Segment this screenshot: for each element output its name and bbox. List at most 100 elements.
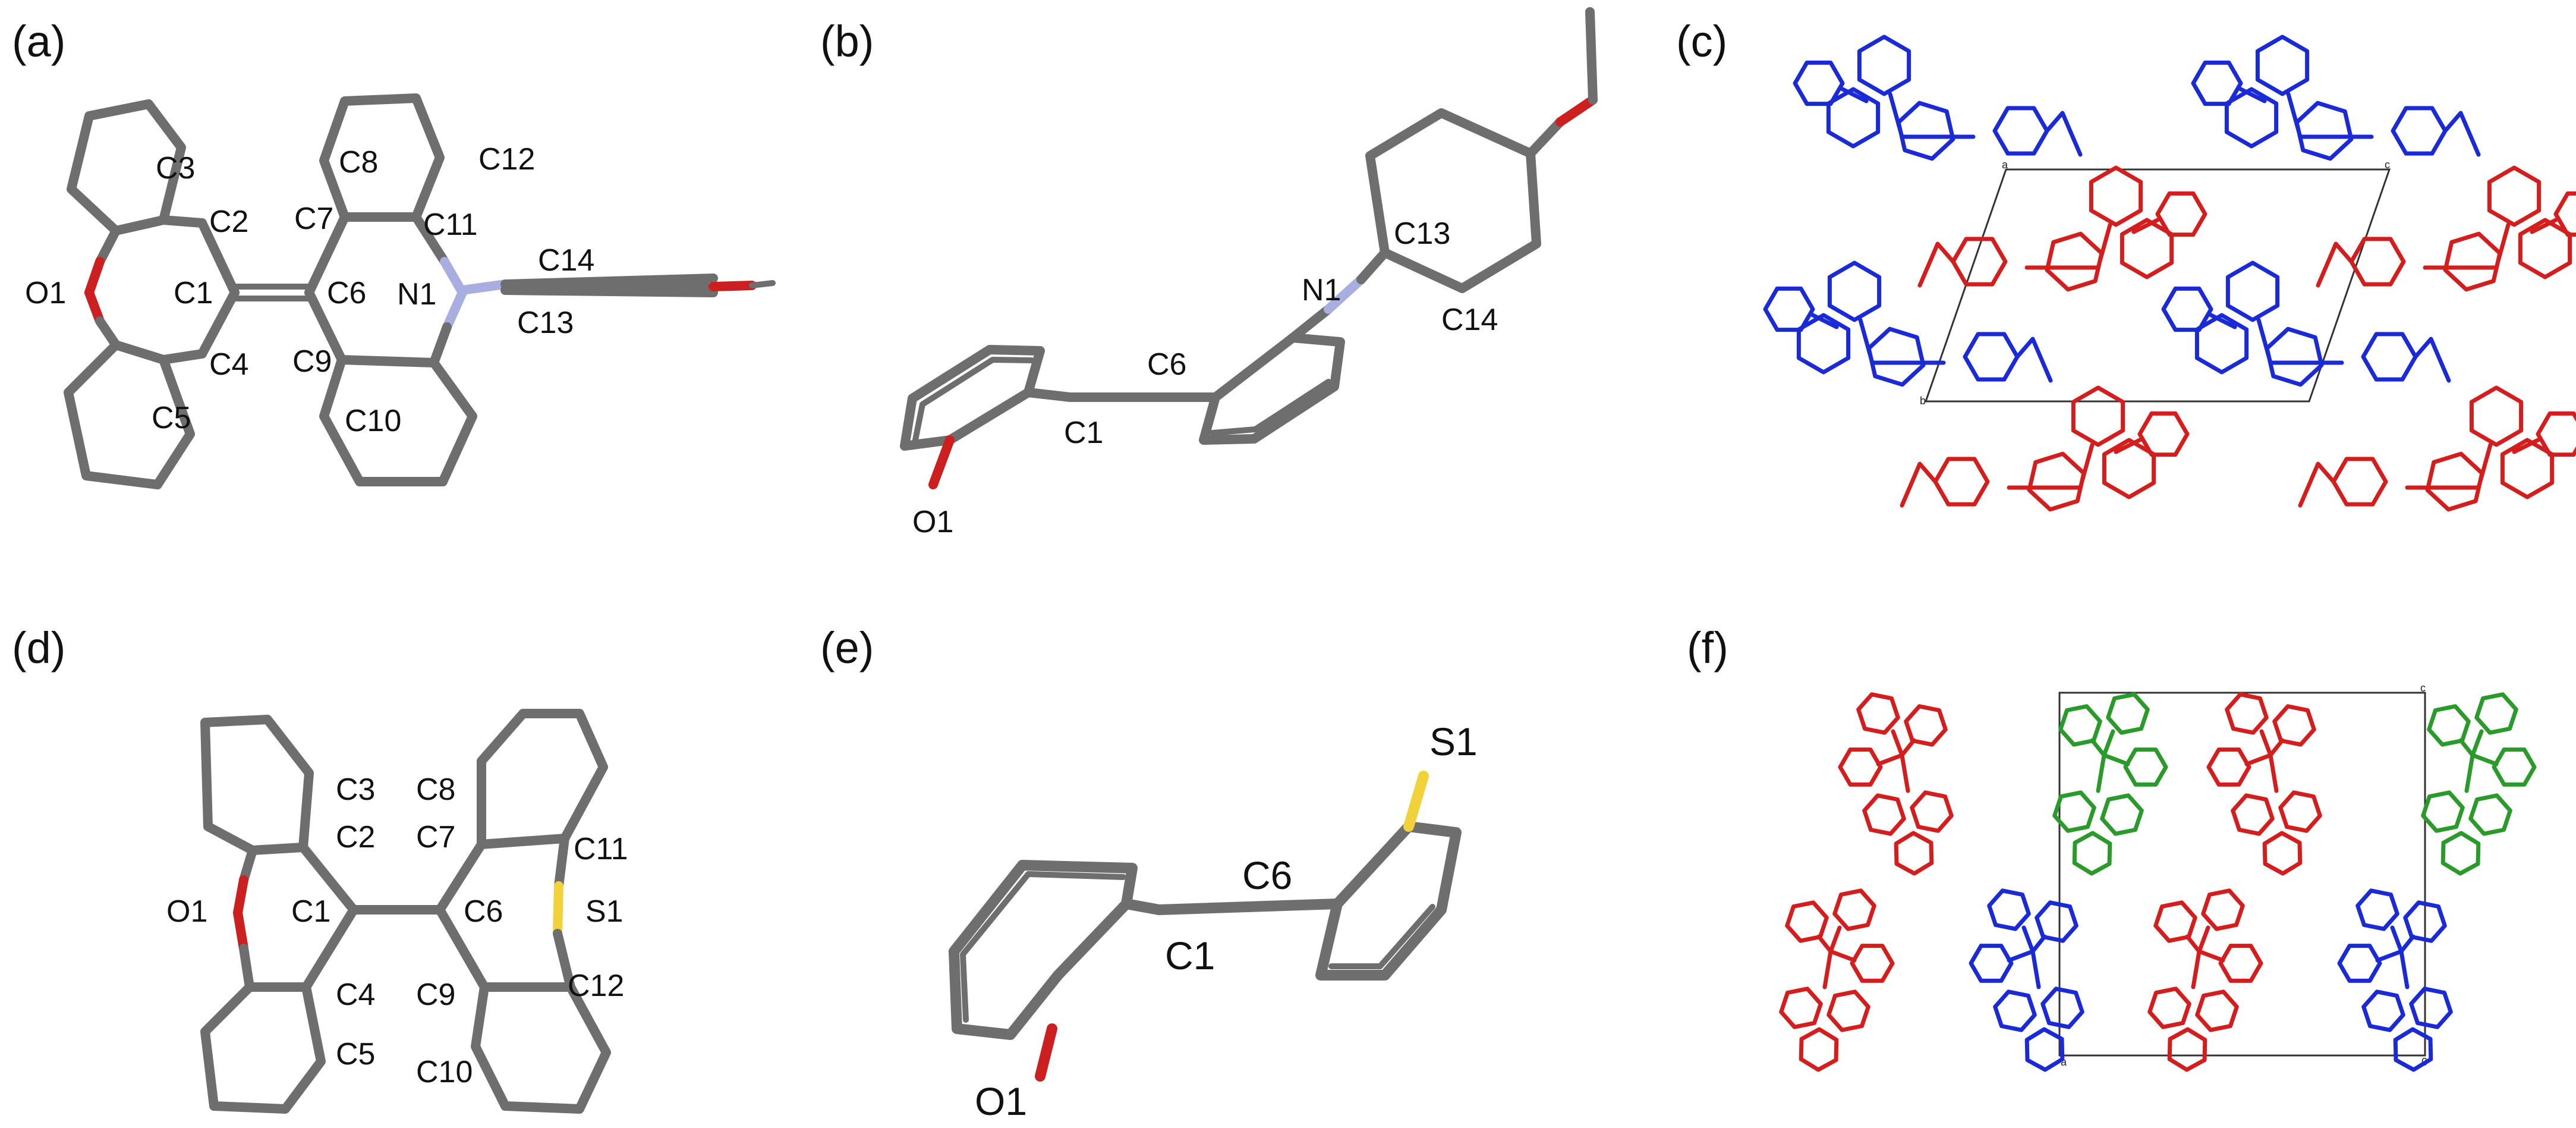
bond-o-me-b xyxy=(1585,7,1598,105)
bond-n1-c13 xyxy=(458,279,510,295)
bond-c2-c1-d xyxy=(298,843,358,915)
atom-label: C8 xyxy=(416,772,455,807)
bond-c4-c1 xyxy=(197,288,240,359)
atom-label: C10 xyxy=(416,1055,473,1089)
packed-molecule xyxy=(2337,888,2453,1072)
atom-label: C2 xyxy=(336,820,375,854)
ring-left-outer xyxy=(900,345,1045,451)
bond-c9-c6-d xyxy=(435,905,489,992)
methoxy-o xyxy=(708,281,757,291)
panel-f-packing xyxy=(1779,692,2537,1072)
bond-o1-d-top xyxy=(233,875,248,918)
atom-label: C6 xyxy=(1242,853,1292,897)
ring-right-e-inner xyxy=(1328,904,1435,969)
panel-a-molecule xyxy=(64,93,776,489)
bond-n1-c12 xyxy=(442,288,467,332)
panel-d-atom-labels: C3 C2 O1 C1 C4 C5 C8 C7 C6 C9 C10 C11 S1… xyxy=(166,772,628,1089)
packed-molecule xyxy=(1763,260,2053,387)
ring-c10-d xyxy=(471,982,611,1114)
panel-b-label: (b) xyxy=(820,17,874,66)
packed-molecule xyxy=(2421,692,2537,876)
ring-c8-d xyxy=(477,709,608,849)
cell-axis-label: a xyxy=(2061,1056,2067,1068)
bond-c-c1-b xyxy=(1024,388,1075,402)
phenyl-edge-mid xyxy=(514,282,710,290)
panel-c-unit-cell: a c b xyxy=(1920,159,2391,407)
atom-label: O1 xyxy=(25,276,66,310)
ring-c5-d xyxy=(200,982,326,1114)
bond-s1-d xyxy=(553,881,563,938)
phenyl-edge-top xyxy=(500,274,718,289)
cell-axis-label: c xyxy=(2385,159,2390,171)
bond-o1-bottom xyxy=(84,288,105,326)
packed-molecule xyxy=(2298,385,2576,512)
atom-label: N1 xyxy=(1302,273,1341,307)
bond-c4-c1-d xyxy=(301,905,358,992)
panel-b-molecule xyxy=(900,7,1598,489)
packed-molecule xyxy=(1900,385,2190,512)
bond-c9-c6 xyxy=(304,288,347,365)
panel-f: (f) c a 0 xyxy=(1687,623,2537,1072)
bond-c7-c6 xyxy=(304,212,349,297)
packed-molecule xyxy=(1838,692,1954,876)
panel-e: (e) S1 C6 C1 O1 xyxy=(820,623,1478,1123)
atom-label: C4 xyxy=(336,978,375,1012)
methoxy-c xyxy=(749,280,776,288)
atom-label: C1 xyxy=(1165,934,1215,978)
packed-molecule xyxy=(2191,34,2481,161)
ring-left-inner xyxy=(912,357,1034,443)
bond-c12-n1 xyxy=(429,322,452,367)
ring-left-e xyxy=(949,860,1138,1040)
atom-label: C12 xyxy=(478,142,535,177)
atom-label: C7 xyxy=(416,820,455,854)
bond-c-s1-e xyxy=(1403,771,1429,832)
bond-n1-c13-b xyxy=(1356,248,1390,284)
ring-right-inner xyxy=(1210,379,1331,436)
panel-d: (d) C3 C2 O1 C1 C4 xyxy=(12,623,628,1114)
panel-c: (c) a c b xyxy=(1676,17,2576,512)
atom-label: C6 xyxy=(1147,347,1186,382)
bond-c-c1-e xyxy=(1121,898,1164,915)
panel-e-label: (e) xyxy=(820,623,874,673)
panel-e-atom-labels: S1 C6 C1 O1 xyxy=(975,719,1478,1123)
bond-c-o1-e xyxy=(1035,1023,1057,1082)
bond-c4-c5ring xyxy=(159,349,207,365)
bond-o-b xyxy=(1555,95,1598,127)
bond-c2-c3ring xyxy=(159,215,207,228)
atom-label: C9 xyxy=(416,978,455,1012)
packed-molecule xyxy=(1779,888,1895,1072)
packed-molecule xyxy=(2161,260,2451,387)
atom-label: C1 xyxy=(291,894,330,929)
panel-c-label: (c) xyxy=(1676,17,1727,66)
panel-e-molecule xyxy=(949,771,1462,1082)
cell-axis-label: a xyxy=(2002,159,2008,171)
bond-c-o1-top xyxy=(95,226,121,266)
panel-d-molecule xyxy=(200,709,611,1114)
atom-label: C5 xyxy=(336,1037,375,1072)
atom-label: C2 xyxy=(209,205,248,239)
panel-d-label: (d) xyxy=(12,623,65,673)
ring-methoxyphenyl xyxy=(1365,108,1541,293)
bond-s1-c12-d xyxy=(553,929,575,992)
atom-label: C8 xyxy=(339,145,378,180)
unit-cell-outline xyxy=(1924,168,2391,403)
bond-c-n1-b xyxy=(1288,304,1333,343)
packed-molecule xyxy=(1969,888,2084,1072)
atom-label: O1 xyxy=(166,894,207,929)
bond-c11-s1-d xyxy=(554,834,569,891)
atom-label: S1 xyxy=(1429,719,1478,763)
packed-molecule xyxy=(2316,165,2576,292)
atom-label: S1 xyxy=(585,894,623,929)
panel-b-atom-labels: C6 C1 O1 N1 C13 C14 xyxy=(912,216,1498,539)
atom-label: C6 xyxy=(464,894,503,929)
cell-axis-label: b xyxy=(1920,395,1926,407)
packed-molecule xyxy=(1793,34,2083,161)
atom-label: C11 xyxy=(423,208,478,242)
atom-label: O1 xyxy=(912,505,953,539)
panel-a: (a) xyxy=(12,17,776,489)
panel-f-unit-cell: c a 0 xyxy=(2058,682,2427,1068)
atom-label: C3 xyxy=(156,151,195,186)
cell-axis-label: c xyxy=(2420,682,2426,694)
bond-c2-c1 xyxy=(197,218,240,297)
atom-label: C4 xyxy=(209,347,248,382)
